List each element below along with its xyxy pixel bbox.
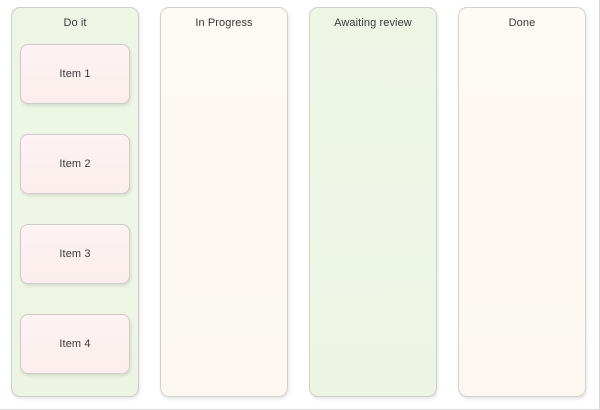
card[interactable]: Item 2 <box>20 134 130 194</box>
column-in-progress[interactable]: In Progress <box>160 7 288 397</box>
column-do-it[interactable]: Do it Item 1 Item 2 Item 3 Item 4 <box>11 7 139 397</box>
card-stack-do-it: Item 1 Item 2 Item 3 Item 4 <box>20 44 130 374</box>
card-label: Item 2 <box>59 158 91 170</box>
card-label: Item 1 <box>59 68 91 80</box>
card[interactable]: Item 4 <box>20 314 130 374</box>
column-title-awaiting-review: Awaiting review <box>334 17 412 29</box>
column-empty-area-awaiting-review[interactable] <box>318 44 428 388</box>
column-title-in-progress: In Progress <box>195 17 253 29</box>
column-title-done: Done <box>508 17 536 29</box>
card[interactable]: Item 1 <box>20 44 130 104</box>
card-label: Item 3 <box>59 248 91 260</box>
column-awaiting-review[interactable]: Awaiting review <box>309 7 437 397</box>
column-empty-area-done[interactable] <box>467 44 577 388</box>
column-done[interactable]: Done <box>458 7 586 397</box>
column-title-do-it: Do it <box>63 17 87 29</box>
card-label: Item 4 <box>59 338 91 350</box>
card[interactable]: Item 3 <box>20 224 130 284</box>
column-empty-area-in-progress[interactable] <box>169 44 279 388</box>
